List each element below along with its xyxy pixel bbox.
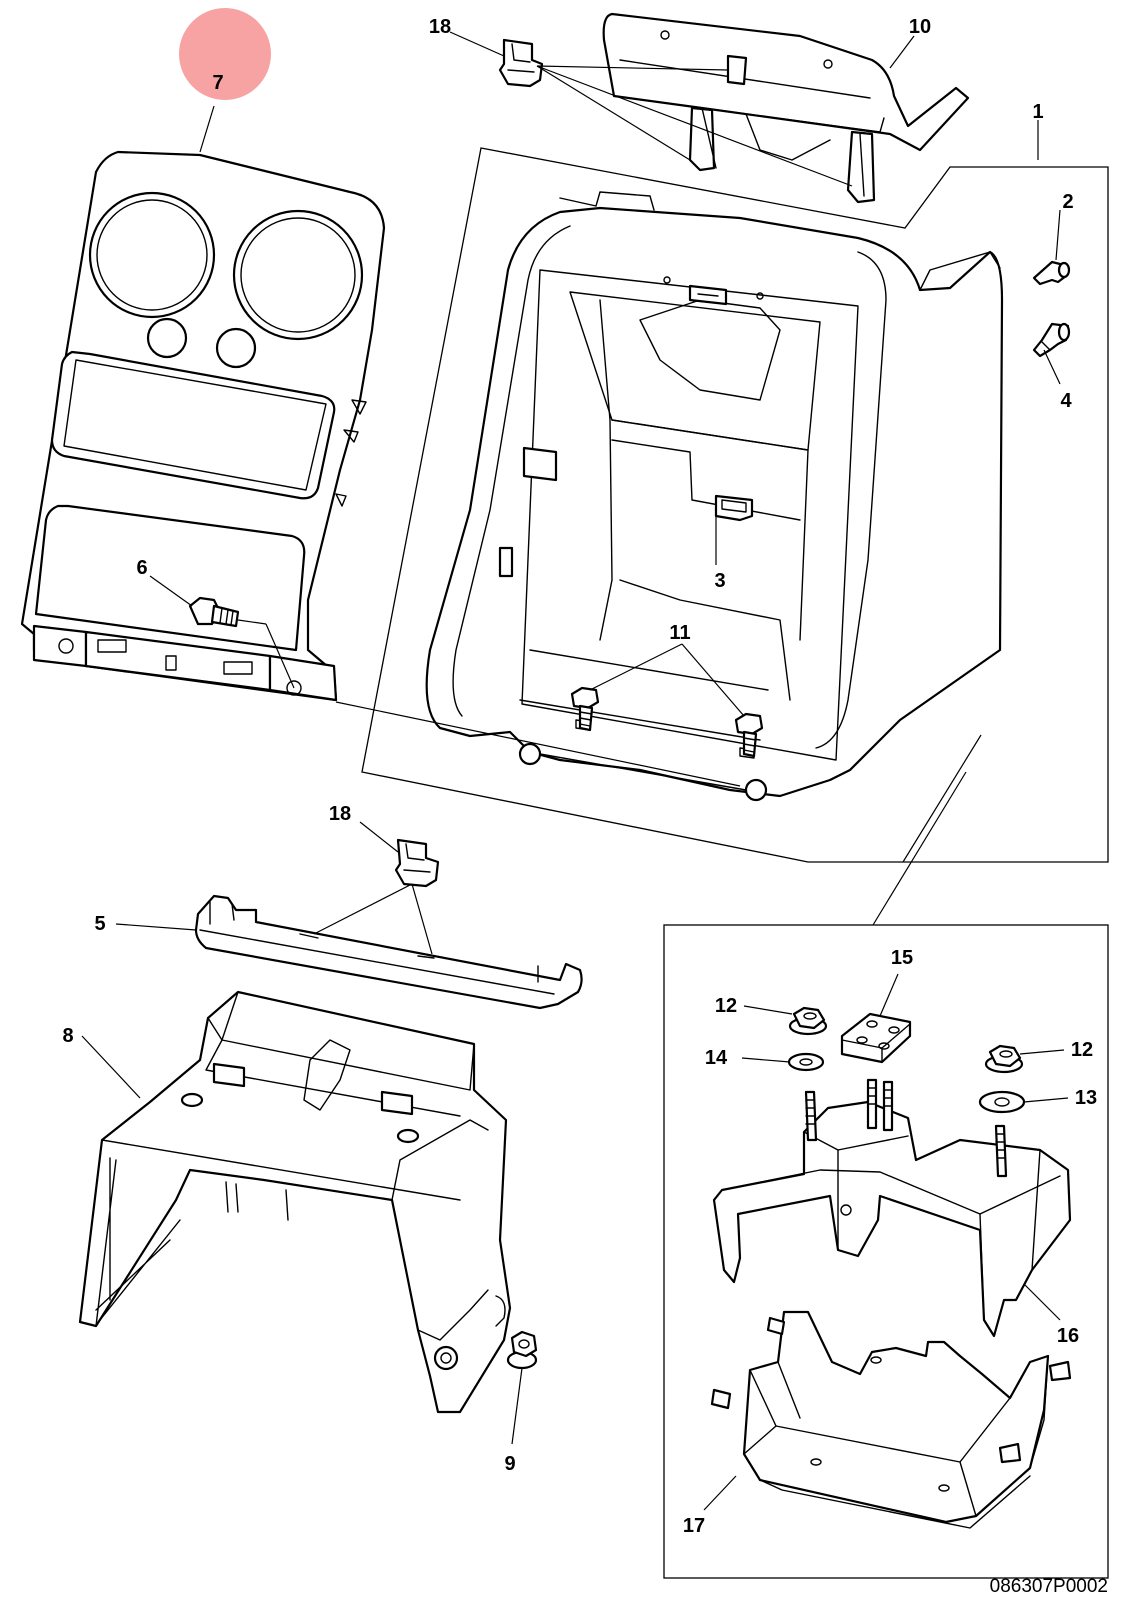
screw-part-11-right[interactable] [734, 712, 764, 758]
callout-17[interactable]: 17 [683, 1515, 705, 1537]
callout-18-mid[interactable]: 18 [329, 803, 351, 825]
clip-part-18-top[interactable] [498, 38, 544, 88]
callout-5[interactable]: 5 [94, 913, 105, 935]
flange-nut-part-9[interactable] [506, 1330, 538, 1370]
callout-8[interactable]: 8 [62, 1025, 73, 1047]
console-housing-part-1[interactable] [425, 191, 1004, 802]
screw-part-11-left[interactable] [570, 686, 600, 732]
callout-7[interactable]: 7 [212, 72, 223, 94]
callout-16[interactable]: 16 [1057, 1325, 1079, 1347]
tray-part-17[interactable] [710, 1310, 1072, 1529]
washer-part-13[interactable] [978, 1090, 1026, 1114]
callout-18-top[interactable]: 18 [429, 16, 451, 38]
callout-12-left[interactable]: 12 [715, 995, 737, 1017]
callout-1[interactable]: 1 [1032, 101, 1043, 123]
highlight-marker-part-7 [179, 8, 271, 100]
assembly-frame-main [361, 147, 1109, 863]
clip-part-3[interactable] [714, 494, 754, 522]
callout-3[interactable]: 3 [714, 570, 725, 592]
callout-2[interactable]: 2 [1062, 191, 1073, 213]
callout-10[interactable]: 10 [909, 16, 931, 38]
callout-11[interactable]: 11 [669, 622, 690, 644]
plate-part-15[interactable] [840, 1012, 912, 1064]
frame-connector-2 [872, 771, 967, 926]
nut-part-12-left[interactable] [788, 1006, 828, 1036]
callout-6[interactable]: 6 [136, 557, 147, 579]
callout-15[interactable]: 15 [891, 947, 913, 969]
callout-13[interactable]: 13 [1075, 1087, 1097, 1109]
callout-labels: 7 18 10 1 2 4 3 6 11 18 5 15 12 12 8 14 … [62, 16, 1097, 1537]
bracket-part-16[interactable] [712, 1078, 1072, 1338]
pin-part-4[interactable] [1032, 322, 1071, 358]
callout-9[interactable]: 9 [504, 1453, 515, 1475]
top-trim-part-10[interactable] [602, 12, 970, 204]
callout-14[interactable]: 14 [705, 1047, 728, 1069]
clip-part-18-mid[interactable] [394, 838, 440, 888]
leader-lines [81, 31, 1069, 1511]
diagram-reference-code: 086307P0002 [990, 1576, 1108, 1597]
assembly-frame-bracket-kit [663, 924, 1109, 1579]
lower-support-part-8[interactable] [78, 990, 512, 1414]
washer-part-14[interactable] [787, 1052, 825, 1072]
bolt-part-6[interactable] [188, 596, 240, 628]
nut-part-12-right[interactable] [984, 1044, 1024, 1074]
bezel-panel-part-7[interactable] [20, 150, 386, 702]
callout-4[interactable]: 4 [1060, 390, 1072, 412]
callout-12-right[interactable]: 12 [1071, 1039, 1093, 1061]
trim-strip-part-5[interactable] [194, 894, 583, 1010]
frame-connector-1 [902, 734, 982, 863]
pin-part-2[interactable] [1032, 260, 1071, 286]
